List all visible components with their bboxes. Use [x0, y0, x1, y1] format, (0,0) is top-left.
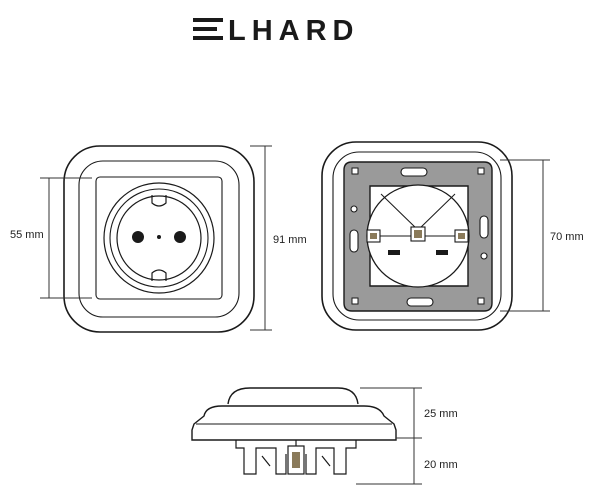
back-view	[321, 141, 513, 331]
label-insert-height: 70 mm	[550, 231, 584, 243]
socket-recess	[116, 195, 202, 281]
side-flange	[191, 405, 397, 441]
pin-hole-right	[174, 231, 186, 243]
screw-hole-right	[480, 252, 488, 260]
slot-left	[349, 229, 359, 253]
pin-contact-left	[388, 250, 400, 255]
side-view	[191, 387, 397, 475]
front-inner-frame	[78, 160, 240, 318]
front-cover-plate	[95, 176, 223, 300]
label-overall-height: 91 mm	[273, 234, 307, 246]
pin-hole-left	[132, 231, 144, 243]
terminals	[366, 226, 469, 243]
dimension-insert-height	[500, 159, 550, 312]
pin-contact-right	[436, 250, 448, 255]
slot-top	[400, 167, 428, 177]
center-screw	[157, 235, 161, 239]
front-outer-frame	[63, 145, 255, 333]
side-top-cap	[227, 387, 359, 405]
brand-logo: LHARD	[193, 15, 360, 47]
brand-name-text: LHARD	[228, 15, 360, 47]
earth-clip-top	[151, 195, 167, 207]
label-front-depth: 25 mm	[424, 408, 458, 420]
label-rear-depth: 20 mm	[424, 459, 458, 471]
screw-hole-left	[350, 205, 358, 213]
label-socket-diameter: 55 mm	[10, 229, 44, 241]
logo-letter-e	[193, 18, 223, 40]
side-rear-mechanism	[235, 440, 357, 475]
back-outer-frame	[321, 141, 513, 331]
socket-ring	[109, 188, 209, 288]
slot-bottom	[406, 297, 434, 307]
mounting-slots	[349, 167, 489, 307]
slot-right	[479, 215, 489, 239]
front-view	[63, 145, 255, 333]
back-inner-frame	[332, 151, 502, 321]
dimension-overall-height	[250, 145, 272, 331]
dimension-socket-diameter	[40, 177, 92, 299]
dimension-depths	[356, 387, 422, 485]
socket-outer-ring	[103, 182, 215, 294]
earth-clip-bottom	[151, 269, 167, 281]
plate-corner-notches	[351, 167, 485, 305]
